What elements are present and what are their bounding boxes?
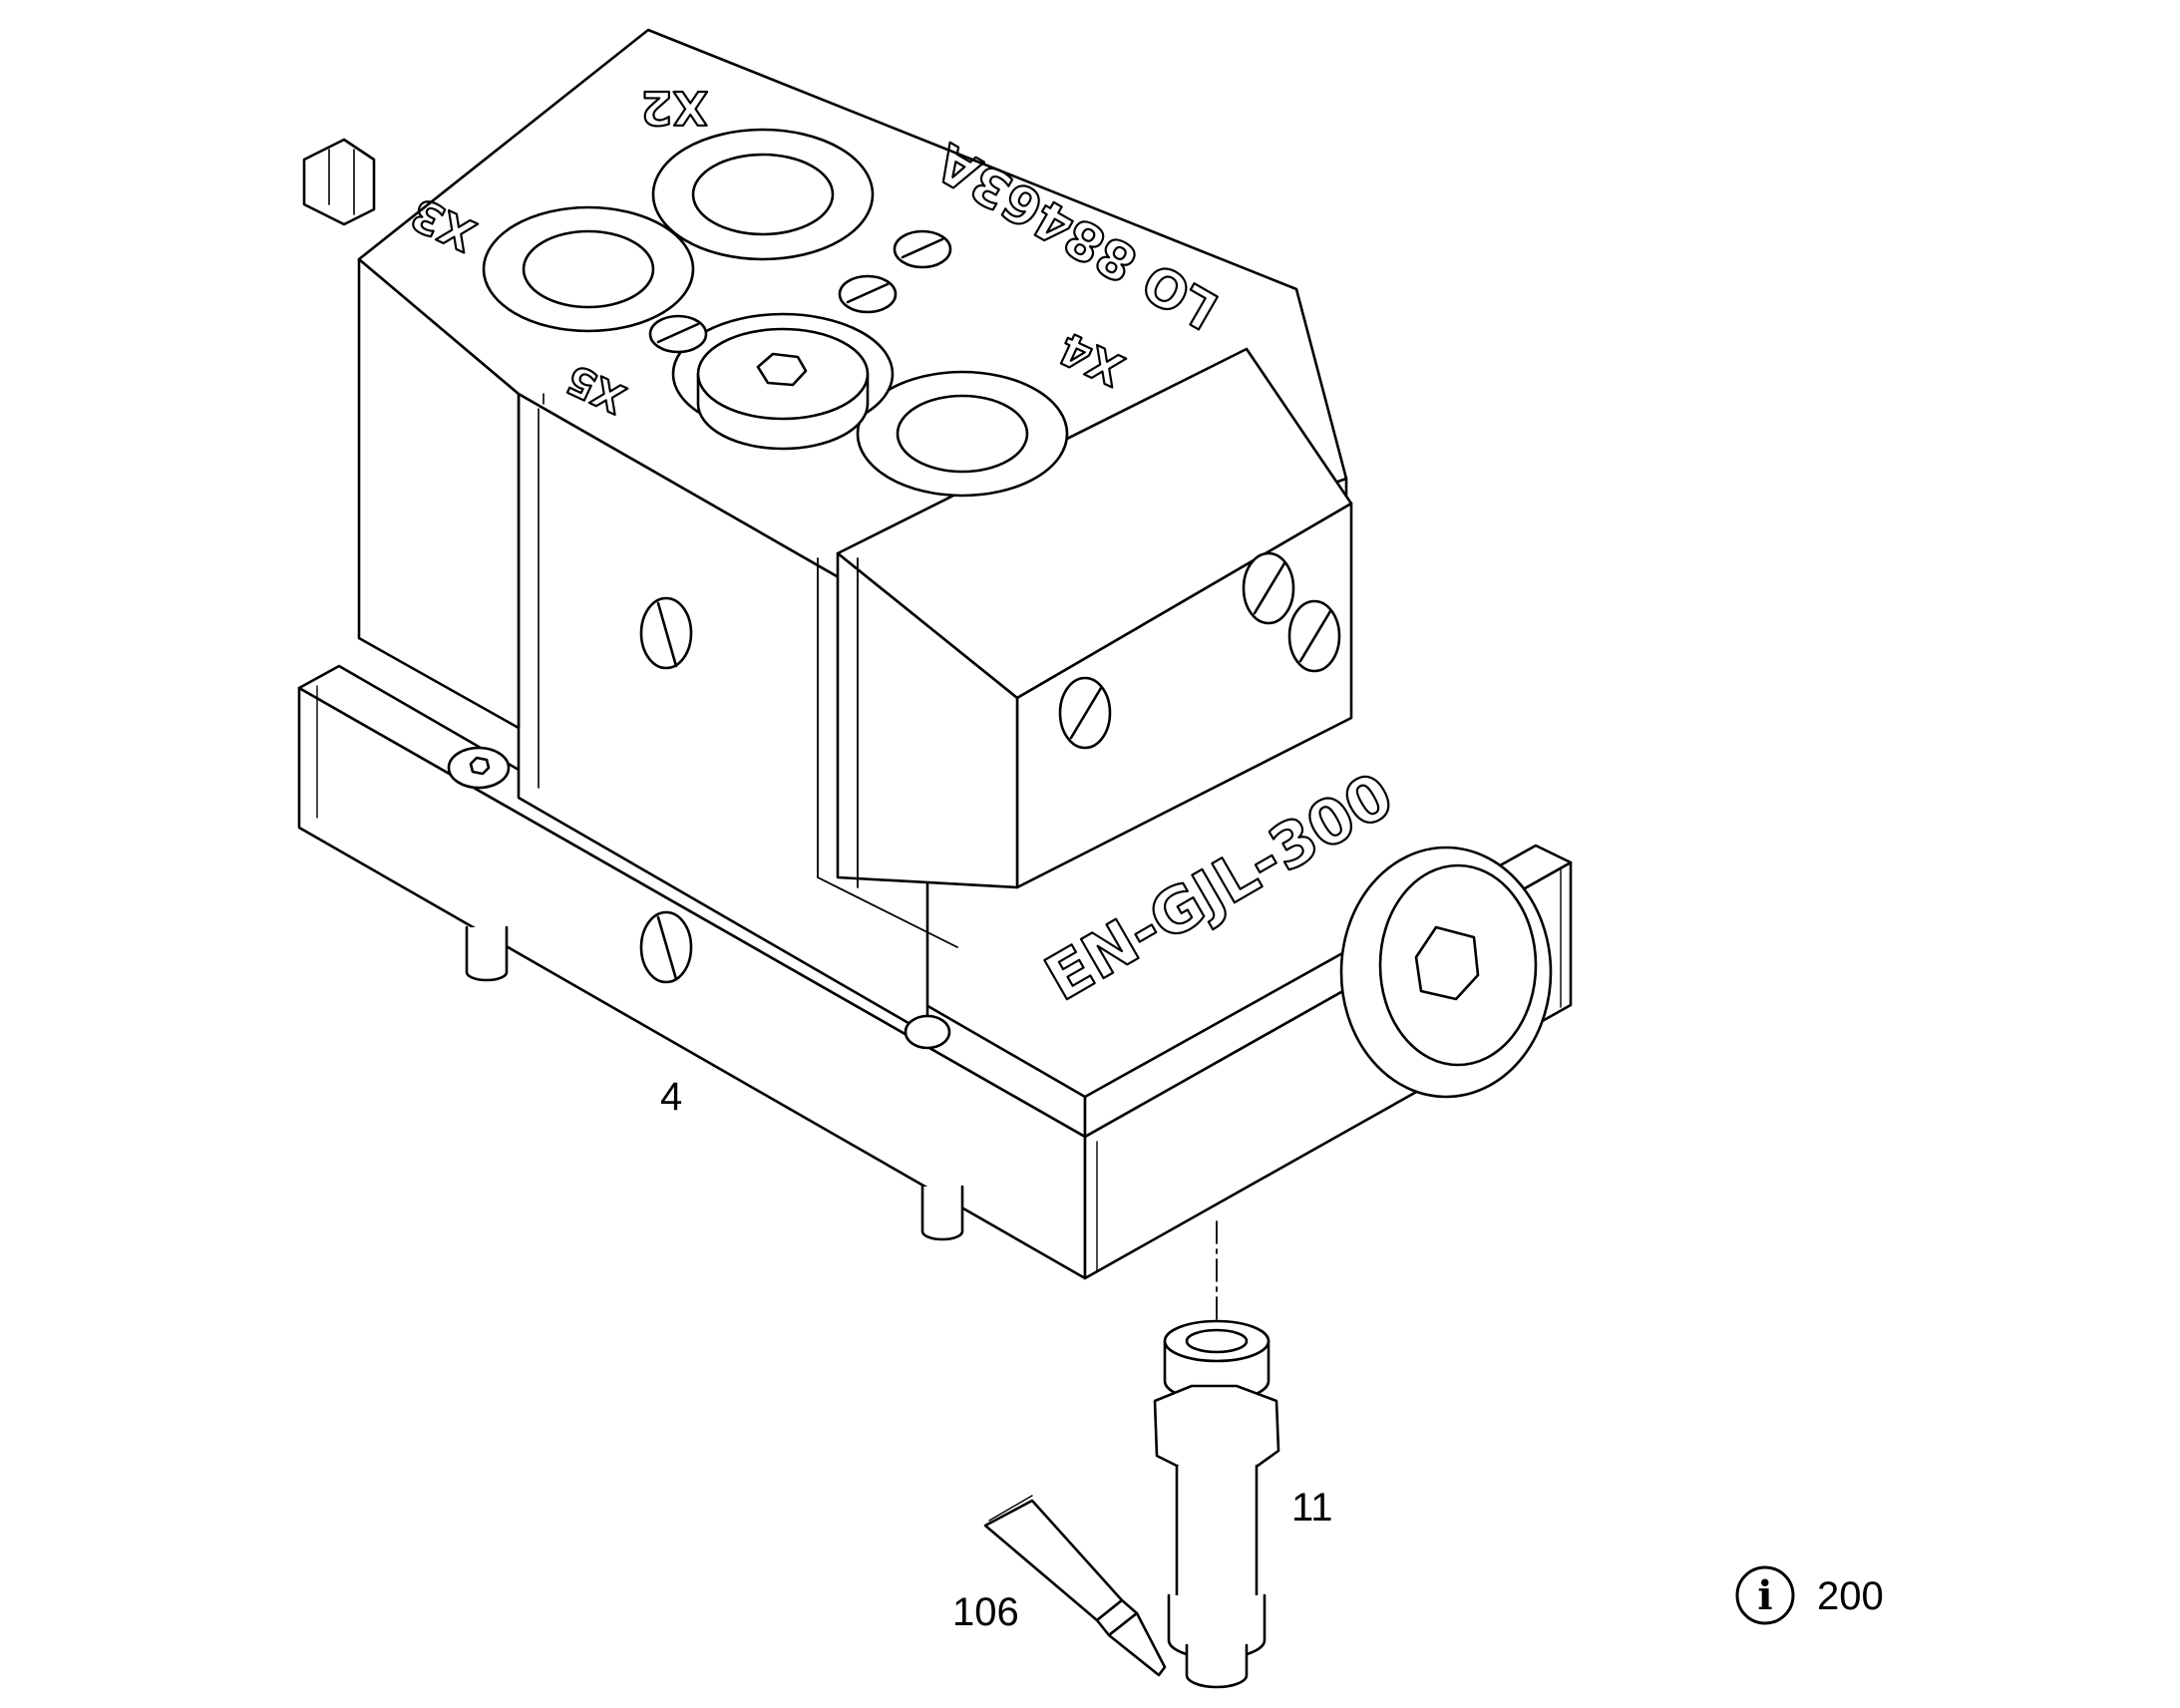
socket-screw-front bbox=[904, 1014, 951, 1050]
socket-screw-left bbox=[447, 746, 511, 790]
info-reference[interactable]: i 200 bbox=[1735, 1565, 1884, 1625]
info-reference-number: 200 bbox=[1817, 1574, 1884, 1618]
port-x4[interactable] bbox=[856, 370, 1069, 498]
slotted-screws bbox=[639, 229, 1341, 984]
info-icon-glyph: i bbox=[1757, 1572, 1772, 1619]
valve-housing[interactable]: X2 X3 X4 X5 LO 88463A EN-GJL-300 bbox=[297, 28, 1573, 1280]
callout-fitting: 11 bbox=[1291, 1486, 1333, 1530]
port-x3[interactable] bbox=[482, 205, 695, 333]
fitting[interactable] bbox=[1153, 1319, 1280, 1689]
callout-sealant-tube: 106 bbox=[952, 1590, 1019, 1634]
side-plug[interactable] bbox=[1339, 846, 1553, 1099]
port-x2[interactable] bbox=[651, 128, 875, 261]
port-x2-label: X2 bbox=[641, 81, 708, 135]
locating-pins bbox=[465, 925, 964, 1241]
side-fitting bbox=[302, 138, 376, 226]
callout-housing: 4 bbox=[660, 1075, 682, 1119]
info-icon bbox=[1735, 1565, 1795, 1625]
sealant-tube[interactable] bbox=[983, 1495, 1167, 1677]
main-block bbox=[357, 28, 1353, 1036]
center-plug[interactable] bbox=[671, 312, 895, 451]
